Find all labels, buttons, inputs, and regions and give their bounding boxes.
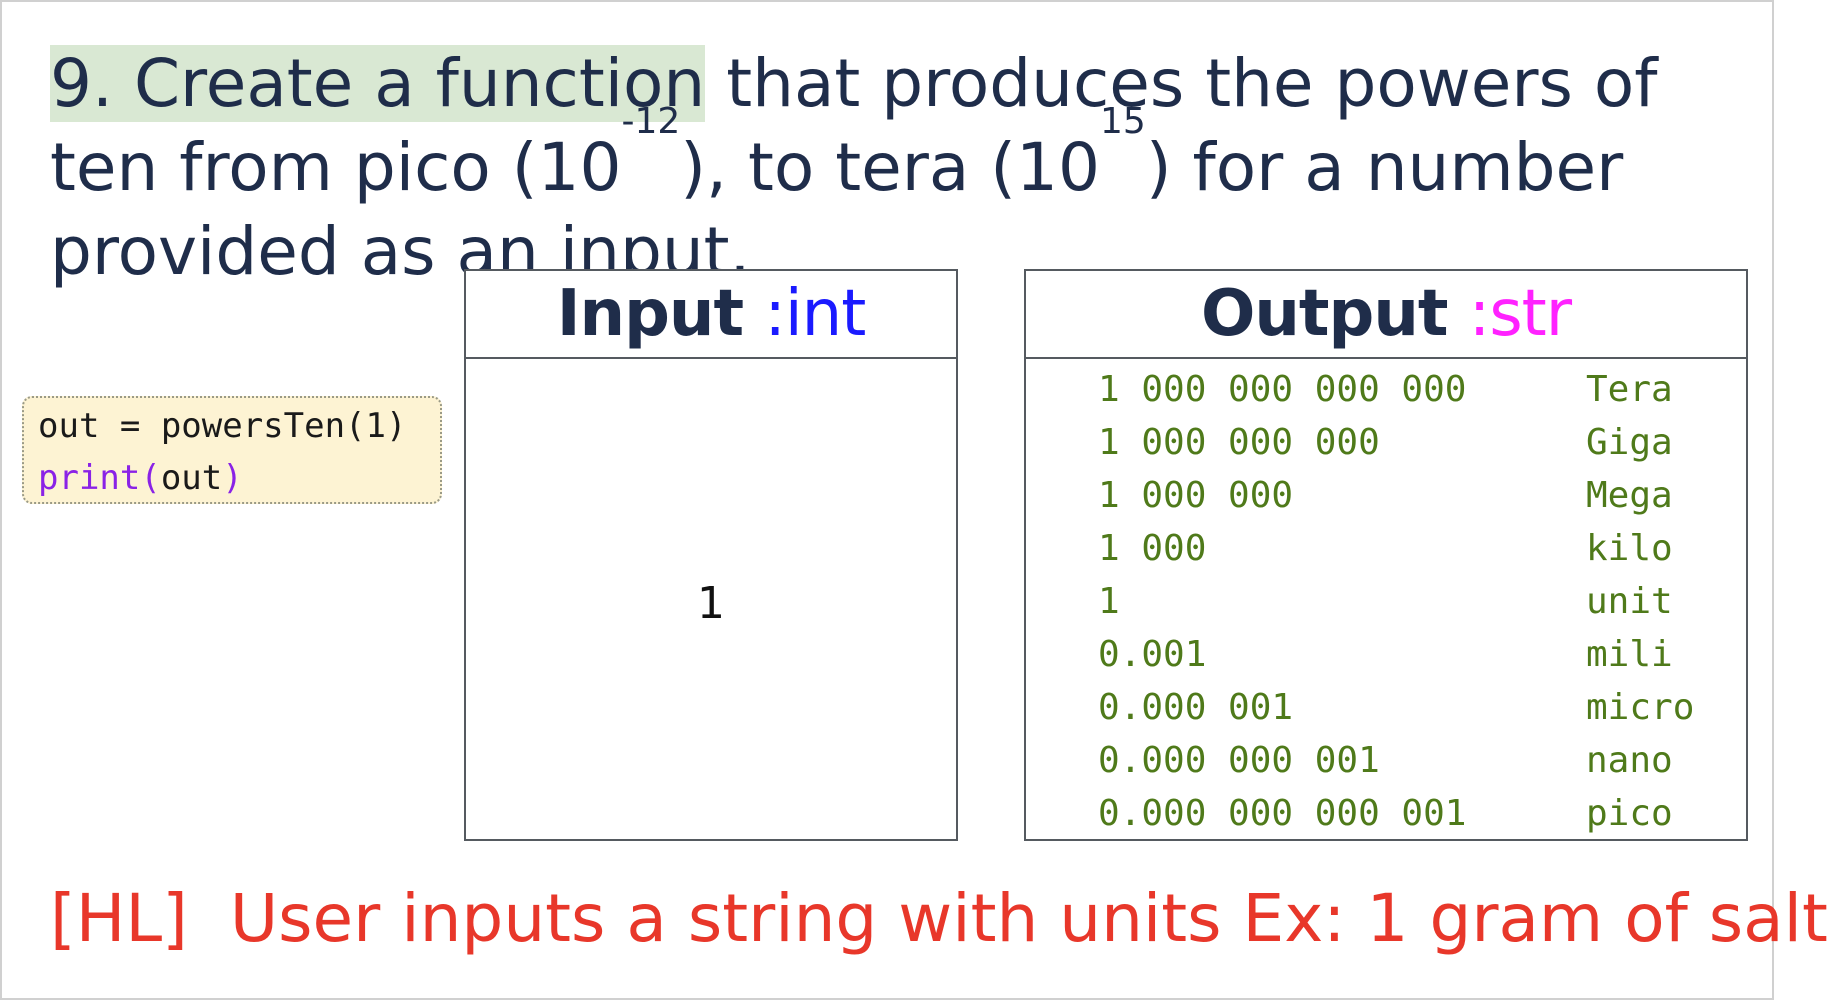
output-panel: Output :str 1 000 000 000 000 Tera 1 000 … — [1024, 269, 1748, 841]
output-value: 1 000 000 000 — [1098, 422, 1380, 463]
output-row: 1 000 000 000 Giga — [1026, 416, 1746, 469]
output-row: 0.000 000 000 001 pico — [1026, 787, 1746, 840]
output-row: 0.001 mili — [1026, 628, 1746, 681]
output-panel-title: Output — [1200, 277, 1449, 351]
output-value: 0.001 — [1098, 634, 1207, 675]
exponent-low: -12 — [621, 101, 681, 142]
output-unit: unit — [1586, 581, 1673, 622]
output-row: 1 unit — [1026, 575, 1746, 628]
output-unit: mili — [1586, 634, 1673, 675]
input-panel-header: Input :int — [466, 271, 956, 359]
output-unit: kilo — [1586, 528, 1673, 569]
exponent-high: 15 — [1100, 101, 1146, 142]
output-value: 1 000 — [1098, 528, 1207, 569]
code-print-arg: out — [160, 458, 223, 498]
output-unit: nano — [1586, 740, 1673, 781]
output-value: 1 000 000 000 000 — [1098, 369, 1467, 410]
output-unit: Giga — [1586, 422, 1673, 463]
output-value: 0.000 000 001 — [1098, 740, 1380, 781]
code-print-close: ) — [222, 458, 243, 498]
input-panel: Input :int 1 — [464, 269, 958, 841]
output-unit: Tera — [1586, 369, 1673, 410]
code-line-1: out = powersTen(1) — [38, 406, 407, 446]
output-value: 0.000 001 — [1098, 687, 1294, 728]
code-print-keyword: print( — [38, 458, 161, 498]
output-value: 1 000 000 — [1098, 475, 1294, 516]
input-value: 1 — [697, 578, 725, 629]
code-snippet: out = powersTen(1) print(out) — [22, 396, 442, 504]
output-unit: pico — [1586, 793, 1673, 834]
output-value: 0.000 000 000 001 — [1098, 793, 1467, 834]
output-unit: micro — [1586, 687, 1695, 728]
code-line-2: print(out) — [38, 452, 440, 504]
output-row: 0.000 001 micro — [1026, 681, 1746, 734]
output-row: 1 000 000 Mega — [1026, 469, 1746, 522]
output-unit: Mega — [1586, 475, 1673, 516]
question-text-part2: ), to tera (10 — [680, 129, 1101, 206]
question-text: 9. Create a function that produces the p… — [50, 42, 1730, 294]
output-panel-type: :str — [1468, 277, 1572, 351]
output-row: 1 000 000 000 000 Tera — [1026, 363, 1746, 416]
footer-note: [HL] User inputs a string with units Ex:… — [50, 880, 1828, 957]
question-highlight: 9. Create a function — [50, 45, 706, 122]
output-value: 1 — [1098, 581, 1120, 622]
input-panel-title: Input — [556, 277, 744, 351]
input-panel-type: :int — [764, 277, 866, 351]
output-row: 0.000 000 001 nano — [1026, 734, 1746, 787]
output-row: 1 000 kilo — [1026, 522, 1746, 575]
question-text-part1: that produces the powers of ten from pic… — [50, 45, 1658, 206]
output-panel-header: Output :str — [1026, 271, 1746, 359]
